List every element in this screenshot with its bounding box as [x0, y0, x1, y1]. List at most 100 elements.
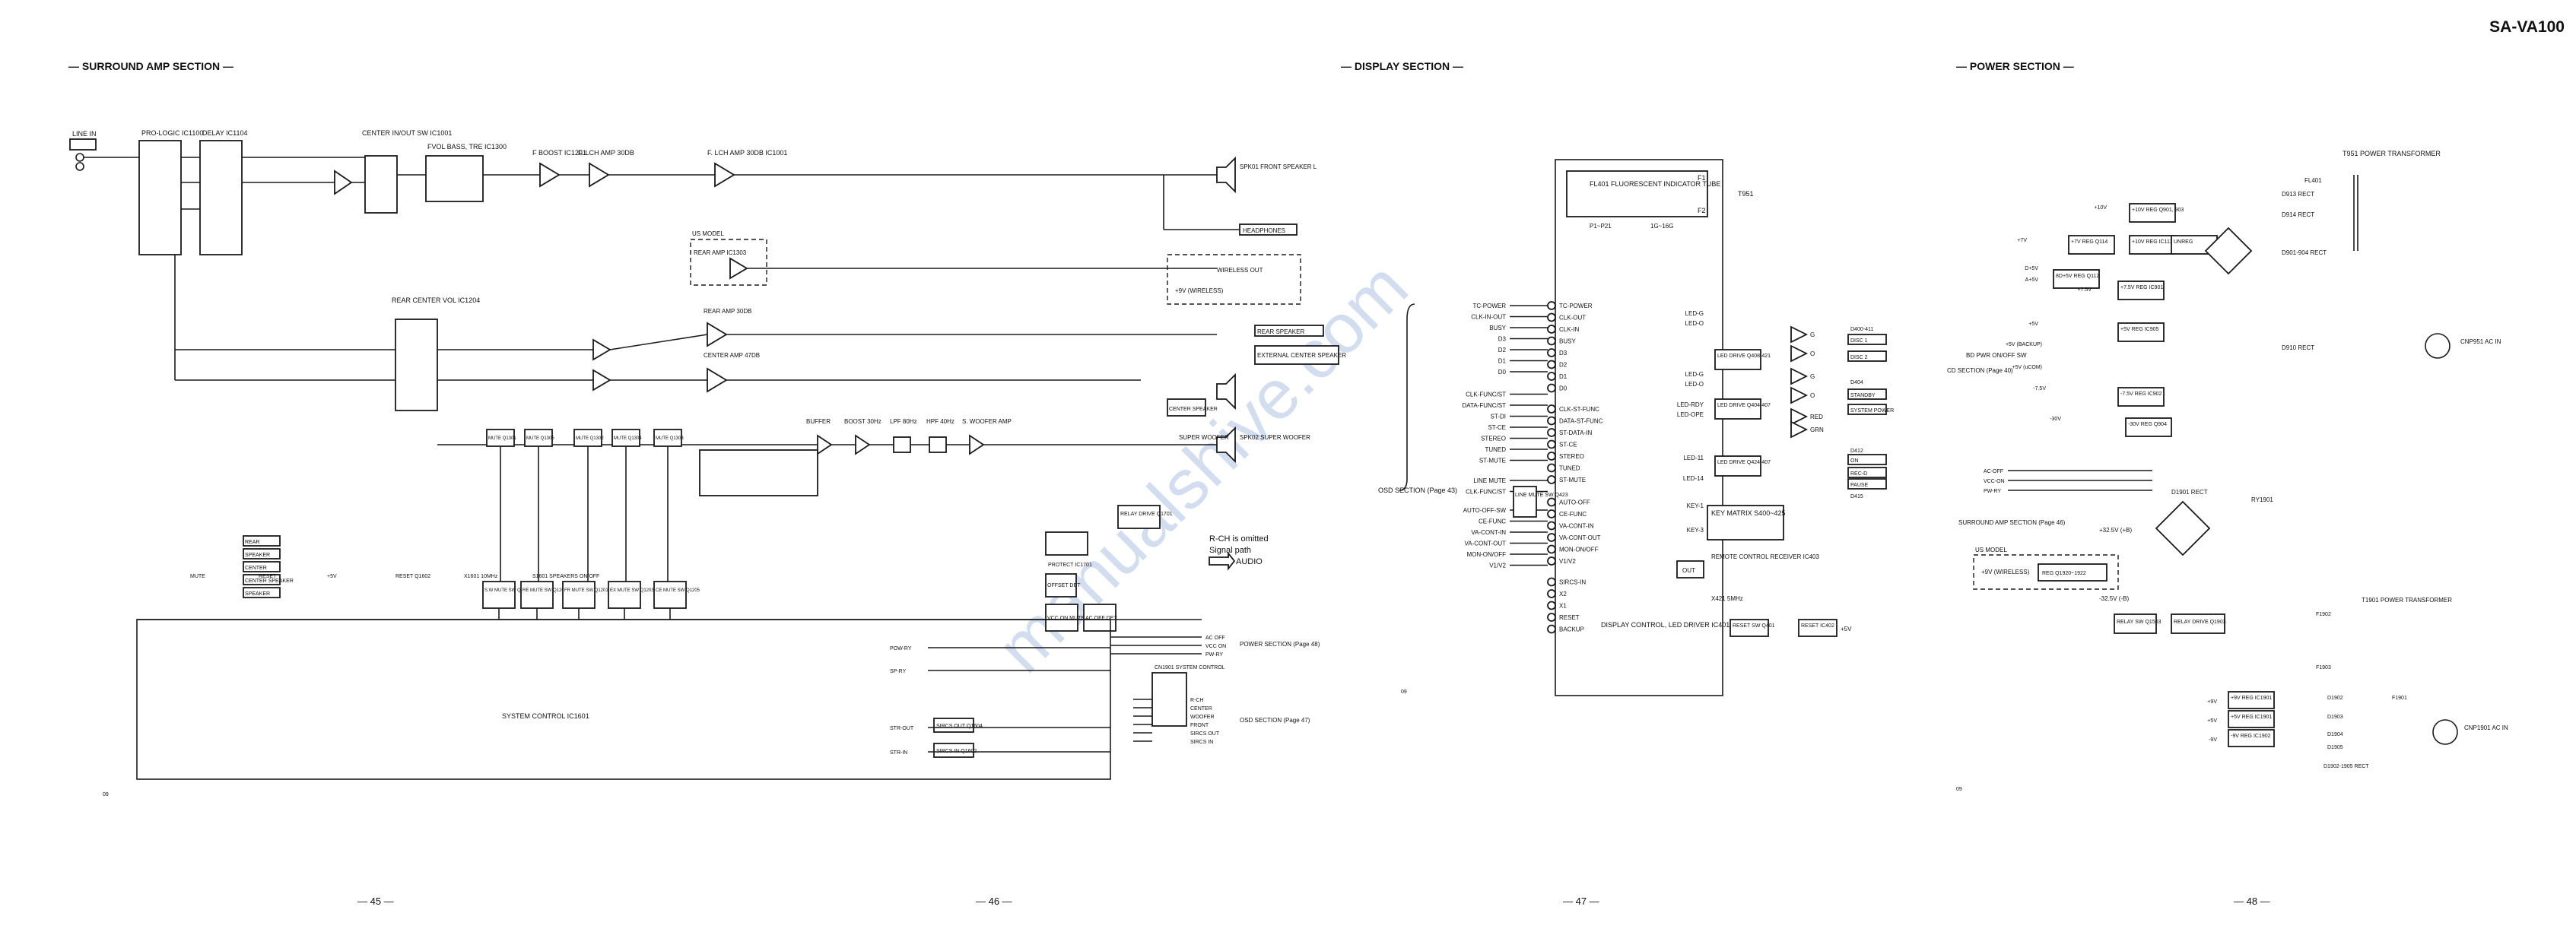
led-indicator-box — [243, 548, 281, 560]
display-left-signal: CLK-FUNC/ST — [1466, 489, 1506, 496]
voltage-label: -30V — [2050, 417, 2061, 422]
display-driver-label: DISPLAY CONTROL, LED DRIVER IC401 — [1601, 621, 1730, 629]
display-left-signal: VA-CONT-IN — [1471, 529, 1506, 536]
sircs-in-box — [933, 743, 974, 758]
sw-mute-label: CE MUTE SW Q1205 — [656, 588, 700, 593]
rect-d910: D910 RECT — [2282, 344, 2314, 351]
power-voltages: +10V+7VD+5VA+5V+7.5V+5V+5V (BACKUP)+5V (… — [2006, 205, 2107, 422]
voltage-label: A+5V — [2025, 277, 2039, 283]
section-title-power: — POWER SECTION — — [1956, 60, 2074, 72]
led-drive-label: LED DRIVE Q408-421 — [1717, 353, 1771, 359]
display-center-pin: ST-CE — [1559, 442, 1577, 449]
power-ctrl-label: VCC-ON — [1984, 479, 2005, 484]
power-page-code: 09 — [1956, 787, 1962, 792]
misc-label: RESET Q1602 — [395, 574, 430, 579]
delay-ic — [199, 140, 243, 255]
sw-mute-label: EX MUTE SW Q1203 — [610, 588, 654, 593]
line-in-jack — [69, 138, 97, 151]
display-frame — [1555, 159, 1723, 696]
front-speaker-icon — [1216, 156, 1236, 194]
woofer-out-label: SUPER WOOFER — [1179, 434, 1229, 441]
pro-logic-label: PRO-LOGIC IC1100 — [141, 129, 203, 137]
display-left-signal: TC-POWER — [1472, 303, 1506, 309]
led-indicator-box — [243, 574, 281, 585]
model-number: SA-VA100 — [2489, 18, 2565, 36]
transformer2-label: T1901 POWER TRANSFORMER — [2362, 597, 2452, 604]
regulator-box — [2125, 417, 2172, 437]
surround-ref: SURROUND AMP SECTION (Page 46) — [1958, 519, 2066, 526]
display-signals-left: TC-POWERCLK-IN-OUTBUSYD3D2D1D0CLK-FUNC/S… — [1399, 303, 1548, 569]
led-pin-label: LED-RDY — [1677, 401, 1704, 408]
bridge-rectifier — [2204, 227, 2253, 275]
system-control-connector — [1151, 672, 1187, 727]
out-label: OUT — [1682, 567, 1695, 574]
boost-label: BOOST 30Hz — [844, 418, 881, 425]
rear-center-vol-label: REAR CENTER VOL IC1204 — [392, 296, 480, 304]
regulator-label: -30V REG Q904 — [2128, 422, 2167, 427]
led-drive-box — [1714, 398, 1761, 420]
display-center-pin: BACKUP — [1559, 626, 1584, 633]
regulator-label: +5V REG IC905 — [2120, 327, 2158, 332]
regulator-box — [2117, 322, 2165, 342]
protect-box — [1045, 531, 1088, 556]
rear-speaker-label: REAR SPEAKER — [1257, 328, 1304, 335]
fl-tube-label: FL401 FLUORESCENT INDICATOR TUBE — [1590, 180, 1720, 188]
sw-mute-box — [608, 581, 641, 609]
delay-label: DELAY IC1104 — [202, 129, 248, 137]
ctrl-line-label: FRONT — [1190, 723, 1209, 728]
display-left-signal: D0 — [1498, 369, 1507, 376]
relay-drive2-label: RELAY DRIVE Q1903 — [2174, 620, 2226, 625]
ac-in-1-label: CNP951 AC IN — [2460, 338, 2501, 345]
t951-ref: T951 — [1738, 190, 1754, 198]
ac-in-plug-1 — [2425, 333, 2451, 359]
line-in-label: LINE IN — [72, 130, 97, 138]
power-ctrl-label: AC-OFF — [1984, 469, 2003, 474]
display-center-pin: TUNED — [1559, 465, 1580, 472]
power-wireless: +9V (WIRELESS) — [1981, 569, 2030, 575]
lpf-label: LPF 80Hz — [890, 418, 917, 425]
sircs-out-box — [933, 718, 974, 733]
display-center-pin: ST-MUTE — [1559, 477, 1586, 483]
remote-label: REMOTE CONTROL RECEIVER IC403 — [1711, 553, 1820, 560]
led-pin-label: LED-OPE — [1677, 411, 1704, 418]
indicator-label: D412 — [1850, 449, 1863, 454]
page-number-48: — 48 — — [2234, 896, 2270, 907]
indicator-box — [1847, 478, 1887, 490]
pow-line-label: AC OFF — [1205, 636, 1225, 641]
diode-label: D1905 — [2327, 745, 2343, 750]
ctrl-line-label: WOOFER — [1190, 715, 1215, 720]
fuse-label: F1903 — [2316, 665, 2331, 670]
led-name-label: GRN — [1810, 426, 1824, 433]
power-regulators: +10V REG Q901, 903+7V REG Q114+10V REG I… — [2053, 203, 2218, 437]
indicator-box — [1847, 467, 1887, 478]
reset-ic-label: RESET IC402 — [1801, 623, 1834, 629]
pow-line-label: PW-RY — [1205, 652, 1223, 658]
regulator-label: +10V REG IC111 — [2132, 239, 2172, 245]
r-ch-note: R-CH is omitted — [1209, 534, 1269, 544]
relay-sw-box — [2114, 613, 2157, 634]
v-32-label: -32.5V (-B) — [2099, 595, 2129, 602]
bottom-reg-label: +9V REG IC1901 — [2231, 696, 2272, 701]
section-title-display: — DISPLAY SECTION — — [1341, 60, 1463, 72]
line-mute-sw — [1513, 486, 1537, 518]
ext-center-label: EXTERNAL CENTER SPEAKER — [1257, 352, 1346, 359]
ctrl-line-label: SIRCS OUT — [1190, 731, 1220, 737]
led-drive-label: LED DRIVE Q404-407 — [1717, 403, 1771, 408]
relay-sw-label: RELAY SW Q1503 — [2117, 620, 2161, 625]
display-left-signal: ST-DI — [1491, 414, 1506, 420]
sw-mute-box — [482, 581, 516, 609]
protect-label: PROTECT IC1701 — [1048, 563, 1092, 568]
diode-label: D1902-1905 RECT — [2323, 764, 2369, 769]
display-pins-center: TC-POWERCLK-OUTCLK-INBUSYD3D2D1D0CLK-ST-… — [1547, 301, 1603, 634]
page-number-46: — 46 — — [976, 896, 1012, 907]
fl-label: FL401 — [2304, 177, 2322, 184]
wireless-out-label: WIRELESS OUT — [1217, 267, 1263, 274]
offset-det-box — [1045, 573, 1077, 598]
voltage-label: +7.5V — [2078, 287, 2092, 293]
indicator-label: DISC 1 — [1850, 338, 1868, 344]
bridge-rectifier-2 — [2155, 500, 2211, 556]
display-left-signal: BUSY — [1489, 325, 1506, 331]
rear-speaker-jack — [1254, 325, 1324, 337]
